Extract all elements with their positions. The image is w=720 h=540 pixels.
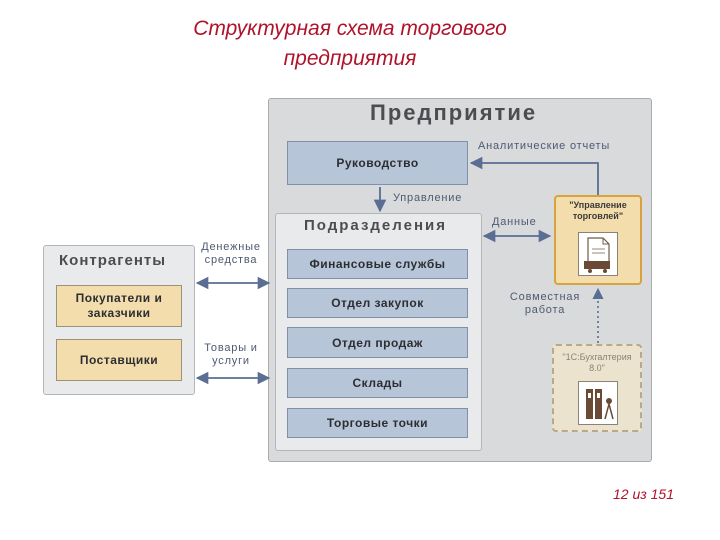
- suppliers-box: Поставщики: [56, 339, 182, 381]
- division-retail-points: Торговые точки: [287, 408, 468, 438]
- division-finance: Финансовые службы: [287, 249, 468, 279]
- management-box: Руководство: [287, 141, 468, 185]
- goods-label: Товары и услуги: [204, 342, 258, 367]
- counterparties-title: Контрагенты: [59, 252, 167, 269]
- slide-title-line2: предприятия: [283, 47, 417, 70]
- accounting-icon-card: [578, 381, 618, 425]
- document-cart-icon: [584, 237, 610, 273]
- trade-icon-card: [578, 232, 618, 276]
- division-purchasing: Отдел закупок: [287, 288, 468, 318]
- binders-icon: [586, 389, 614, 420]
- data-label: Данные: [492, 216, 537, 228]
- slide-title-line1: Структурная схема торгового: [193, 17, 507, 40]
- divisions-title: Подразделения: [304, 217, 447, 234]
- enterprise-title: Предприятие: [370, 100, 538, 125]
- joint-work-label: Совместная работа: [509, 291, 581, 316]
- division-warehouses: Склады: [287, 368, 468, 398]
- division-sales: Отдел продаж: [287, 327, 468, 358]
- buyers-box: Покупатели и заказчики: [56, 285, 182, 327]
- analytics-arrow: [469, 156, 599, 195]
- page-number: 12 из 151: [612, 486, 674, 502]
- analytics-reports-label: Аналитические отчеты: [478, 140, 611, 152]
- accounting-app-title: "1С:Бухгалтерия 8.0": [562, 352, 632, 373]
- trade-management-title: "Управление торговлей": [569, 200, 627, 221]
- money-label: Денежные средства: [201, 241, 261, 266]
- control-label: Управление: [393, 192, 463, 204]
